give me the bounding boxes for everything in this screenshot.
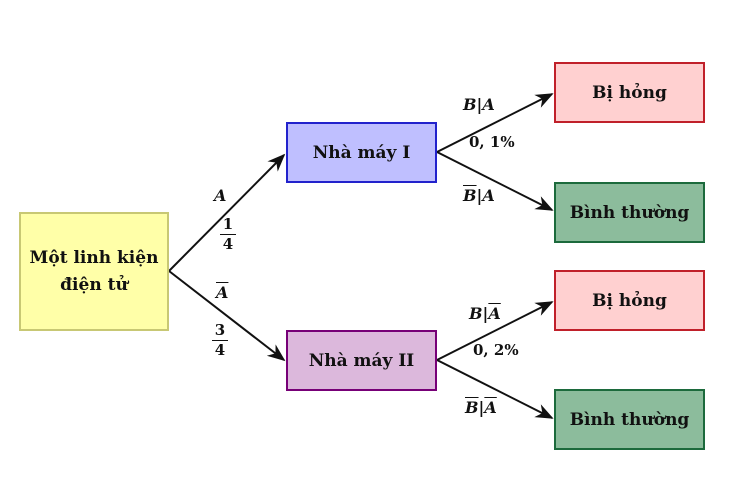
prob-fraction-one-quarter: 1 4 [220, 216, 236, 253]
edge-label-not-b-given-a: B|A [463, 186, 495, 205]
prob-label-0-2-percent: 0, 2% [473, 341, 519, 359]
root-node: Một linh kiện điện tử [19, 212, 169, 331]
outcome-broken-2: Bị hỏng [554, 270, 705, 331]
edge-label-event-a: A [214, 186, 227, 205]
edge-label-not-b-given-not-a: B|A [465, 398, 497, 417]
outcome-normal-2-label: Bình thường [569, 409, 690, 430]
root-label-line1: Một linh kiện [29, 247, 159, 268]
outcome-normal-2: Bình thường [554, 389, 705, 450]
factory1-node: Nhà máy I [286, 122, 437, 183]
edge-root-factory1 [168, 153, 286, 272]
prob-fraction-three-quarters: 3 4 [212, 322, 228, 359]
edge-root-factory2 [168, 270, 286, 362]
outcome-broken-1: Bị hỏng [554, 62, 705, 123]
factory1-label: Nhà máy I [312, 142, 411, 163]
edge-factory2-broken [436, 301, 554, 361]
root-label-line2: điện tử [60, 274, 128, 295]
fraction-numerator: 3 [214, 321, 226, 339]
edge-label-b-given-not-a: B|A [469, 304, 501, 323]
factory2-label: Nhà máy II [308, 350, 415, 371]
fraction-denominator: 4 [222, 235, 234, 253]
factory2-node: Nhà máy II [286, 330, 437, 391]
edge-label-event-not-a: A [216, 283, 229, 302]
outcome-broken-2-label: Bị hỏng [592, 290, 667, 311]
edge-factory1-broken [436, 93, 554, 153]
outcome-normal-1: Bình thường [554, 182, 705, 243]
outcome-normal-1-label: Bình thường [569, 202, 690, 223]
fraction-numerator: 1 [222, 215, 234, 233]
edge-factory1-normal [436, 151, 554, 211]
fraction-denominator: 4 [214, 341, 226, 359]
edge-label-b-given-a: B|A [463, 95, 495, 114]
prob-label-0-1-percent: 0, 1% [469, 133, 515, 151]
edge-factory2-normal [436, 359, 554, 419]
outcome-broken-1-label: Bị hỏng [592, 82, 667, 103]
